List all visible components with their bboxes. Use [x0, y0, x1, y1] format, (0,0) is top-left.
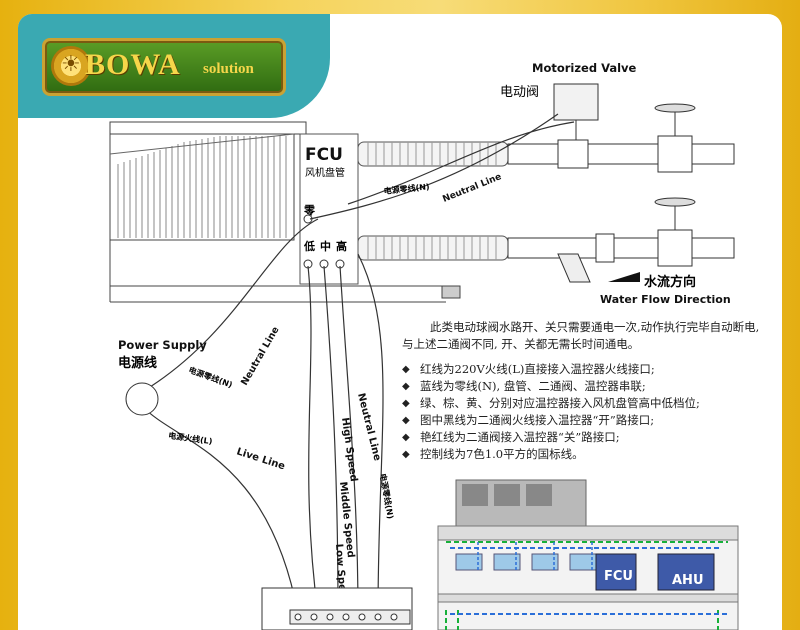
inset-fcu-label: FCU: [604, 569, 633, 584]
brand-name: BOWA: [85, 48, 181, 81]
motorized-valve: [553, 83, 599, 140]
water-flow-label-cn: 水流方向: [644, 274, 696, 290]
return-pipe: [507, 197, 735, 283]
list-item: 红线为220V火线(L)直接接入温控器火线接口;: [402, 361, 762, 378]
list-item: 蓝线为零线(N), 盘管、二通阀、温控器串联;: [402, 378, 762, 395]
neutral-line-label-mid: Neutral Line: [355, 392, 383, 462]
wiring: [141, 113, 575, 615]
flex-hose-top: [357, 141, 509, 167]
fcu-unit: [109, 121, 461, 303]
motorized-valve-label-cn: 电动阀: [500, 85, 539, 100]
list-item: 绿、棕、黄、分别对应温控器接入风机盘管高中低档位;: [402, 395, 762, 412]
flex-hose-bottom: [357, 235, 509, 261]
live-line-label: Live Line: [235, 446, 286, 472]
neutral-line-label-top: Neutral Line: [441, 172, 503, 205]
neutral-label-cn-top: 电源零线(N): [383, 181, 430, 196]
inset-ahu-label: AHU: [672, 573, 704, 588]
neutral-label-cn-left: 电源零线(N): [187, 364, 234, 389]
list-item: 图中黑线为二通阀火线接入温控器“开”路接口;: [402, 412, 762, 429]
thermostat-terminal-block: [261, 587, 413, 630]
wiring-notes: 此类电动球阀水路开、关只需要通电一次,动作执行完毕自动断电,与上述二通阀不同, …: [402, 319, 762, 463]
motorized-valve-label: Motorized Valve: [532, 61, 637, 75]
fcu-label-cn: 风机盘管: [305, 166, 345, 179]
power-supply-node: [125, 382, 159, 416]
content-panel: BOWA solution: [18, 14, 782, 630]
zero-terminal-label: 零: [303, 204, 316, 217]
fcu-label: FCU: [305, 145, 343, 165]
terminal-screws: [303, 214, 345, 269]
high-terminal-label: 高: [336, 239, 347, 253]
water-flow-label: Water Flow Direction: [600, 293, 731, 306]
flow-arrow-icon: [608, 272, 640, 282]
power-supply-label-cn: 电源线: [118, 355, 157, 371]
low-terminal-label: 低: [303, 239, 315, 253]
thermostat-terminals: [294, 613, 398, 621]
brand-suffix: solution: [203, 61, 254, 77]
list-item: 艳红线为二通阀接入温控器“关”路接口;: [402, 429, 762, 446]
notes-intro: 此类电动球阀水路开、关只需要通电一次,动作执行完毕自动断电,与上述二通阀不同, …: [402, 320, 760, 351]
mid-terminal-label: 中: [320, 239, 331, 253]
brand-logo: BOWA solution: [42, 38, 286, 96]
power-supply-label: Power Supply: [118, 338, 207, 352]
sun-emblem-icon: [51, 46, 91, 86]
system-inset: [437, 479, 739, 630]
live-label-cn: 电源火线(L): [168, 430, 213, 446]
neutral-line-label-left: Neutral Line: [239, 325, 281, 388]
wiring-diagram: FCU 风机盘管 零 低 中 高: [109, 61, 739, 630]
supply-pipe: [507, 103, 735, 173]
notes-list: 红线为220V火线(L)直接接入温控器火线接口; 蓝线为零线(N), 盘管、二通…: [402, 361, 762, 463]
list-item: 控制线为7色1.0平方的国标线。: [402, 446, 762, 463]
high-speed-label: High Speed: [339, 417, 359, 483]
